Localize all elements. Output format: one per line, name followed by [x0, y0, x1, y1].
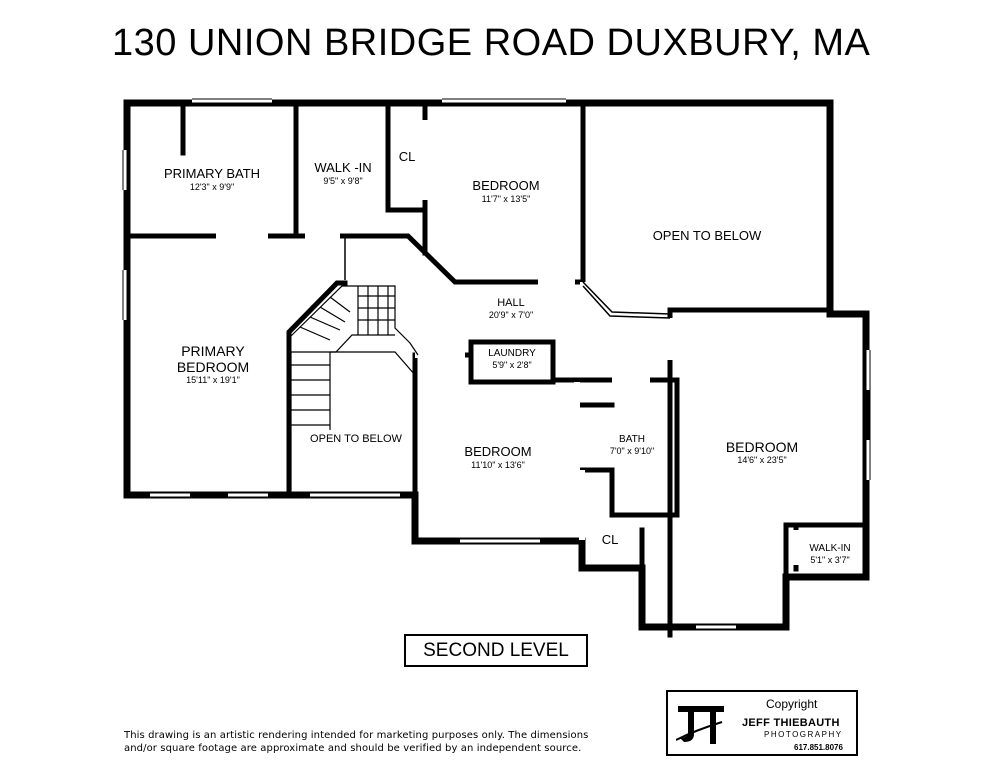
room-primary-bedroom: PRIMARY BEDROOM 15'11" x 19'1"	[177, 343, 249, 386]
room-open-to-below-top: OPEN TO BELOW	[652, 228, 762, 244]
disclaimer-line1: This drawing is an artistic rendering in…	[124, 730, 589, 741]
room-dimensions: 12'3" x 9'9"	[189, 181, 235, 192]
room-dimensions: 5'1" x 3'7"	[810, 554, 850, 565]
room-walk-in-top: WALK -IN 9'5" x 9'8"	[314, 160, 372, 186]
room-name: BEDROOM	[464, 444, 532, 459]
room-dimensions: 20'9" x 7'0"	[488, 309, 534, 320]
room-bedroom-right: BEDROOM 14'6" x 23'5"	[726, 439, 798, 465]
staircase	[290, 285, 419, 490]
logo-name: JEFF THIEBAUTH	[742, 717, 840, 729]
room-name: WALK-IN	[809, 543, 851, 554]
logo-subtitle: PHOTOGRAPHY	[764, 730, 843, 739]
door-openings	[216, 120, 799, 565]
room-dimensions: 7'0" x 9'10"	[609, 445, 655, 456]
room-dimensions: 14'6" x 23'5"	[737, 455, 787, 466]
room-dimensions: 5'9" x 2'8"	[492, 359, 532, 370]
disclaimer: This drawing is an artistic rendering in…	[124, 729, 589, 755]
room-name: OPEN TO BELOW	[652, 228, 762, 243]
room-open-to-below-stair: OPEN TO BELOW	[310, 433, 402, 446]
room-primary-bath: PRIMARY BATH 12'3" x 9'9"	[163, 166, 261, 192]
room-name: CL	[601, 532, 619, 547]
hall-railing	[344, 236, 671, 319]
room-dimensions: 9'5" x 9'8"	[323, 175, 363, 186]
exterior-walls	[123, 99, 870, 631]
room-name: WALK -IN	[314, 160, 372, 175]
room-bedroom-middle: BEDROOM 11'10" x 13'6"	[464, 444, 532, 470]
logo-phone: 617.851.8076	[794, 743, 843, 752]
window-frames	[122, 98, 871, 630]
room-dimensions: 11'10" x 13'6"	[471, 459, 525, 470]
level-label: SECOND LEVEL	[404, 634, 588, 667]
room-name: OPEN TO BELOW	[310, 433, 402, 445]
windows	[123, 99, 870, 629]
room-name: BATH	[619, 434, 645, 445]
room-name: CL	[398, 149, 416, 164]
room-name: HALL	[497, 297, 525, 309]
room-name: BEDROOM	[472, 178, 540, 193]
jt-logo-icon	[676, 706, 724, 744]
disclaimer-line2: and/or square footage are approximate an…	[124, 743, 582, 754]
room-name: LAUNDRY	[488, 348, 536, 359]
room-closet-bottom: CL	[601, 532, 619, 548]
room-walk-in-bottom: WALK-IN 5'1" x 3'7"	[809, 543, 850, 565]
room-bedroom-top: BEDROOM 11'7" x 13'5"	[472, 178, 540, 204]
room-name-line2: BEDROOM	[176, 359, 250, 376]
room-hall: HALL 20'9" x 7'0"	[489, 297, 533, 320]
room-name: BEDROOM	[725, 439, 799, 455]
room-bath: BATH 7'0" x 9'10"	[610, 434, 654, 456]
room-closet-top: CL	[398, 149, 416, 165]
photographer-logo: Copyright JEFF THIEBAUTH PHOTOGRAPHY 617…	[666, 690, 858, 756]
property-address-title: 130 UNION BRIDGE ROAD DUXBURY, MA	[112, 22, 871, 64]
room-name: PRIMARY BATH	[163, 166, 261, 181]
room-laundry: LAUNDRY 5'9" x 2'8"	[488, 348, 536, 370]
logo-copyright: Copyright	[766, 697, 818, 711]
room-dimensions: 11'7" x 13'5"	[481, 193, 531, 204]
room-name-line1: PRIMARY	[181, 343, 245, 359]
room-dimensions: 15'11" x 19'1"	[186, 375, 240, 386]
